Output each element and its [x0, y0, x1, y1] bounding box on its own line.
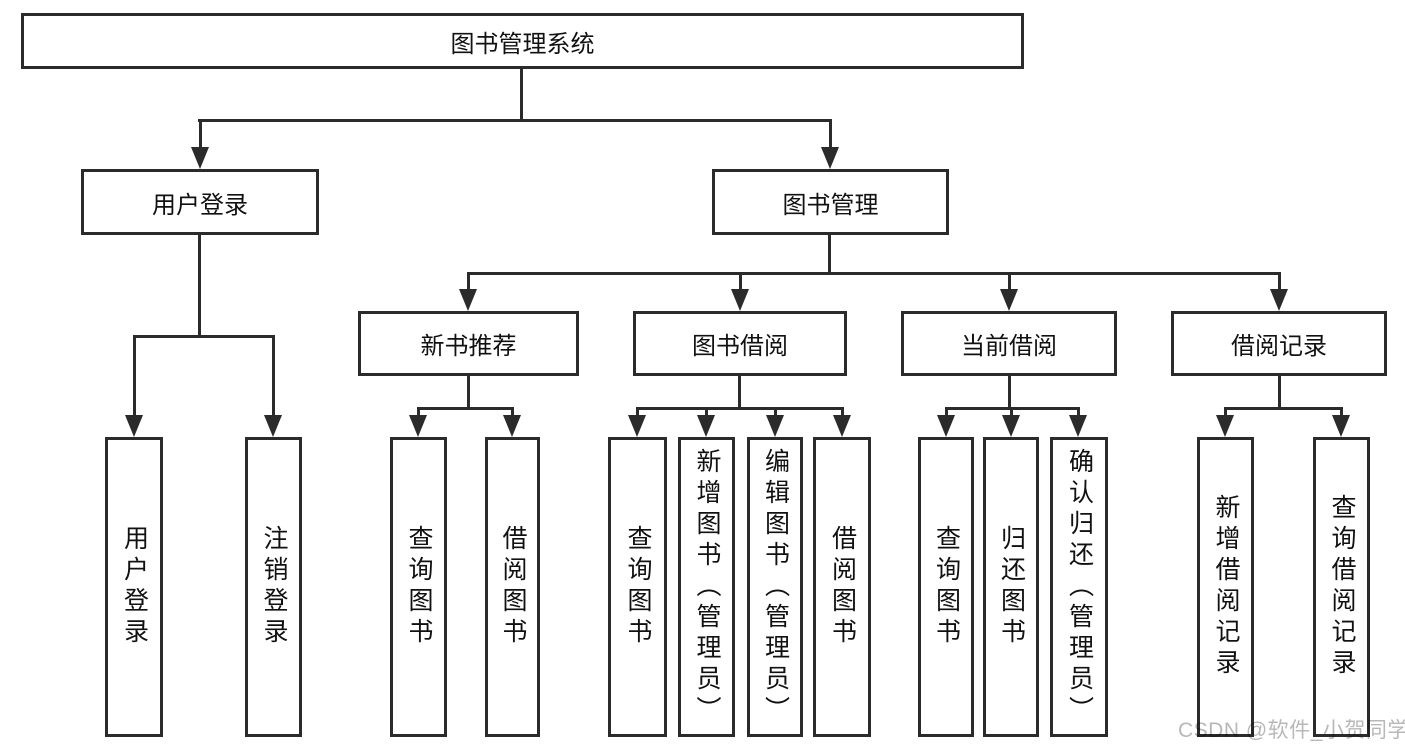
arrowhead-g3-4	[833, 415, 851, 437]
connector-bookmgmt-vertical	[828, 235, 831, 272]
connector-root-horizontal	[198, 119, 832, 122]
arrowhead-g2-1	[409, 415, 427, 437]
connector-drop-g3-2	[705, 407, 708, 415]
leaf-query-borrow-record-label: 查询借阅记录	[1328, 494, 1356, 680]
leaf-borrow-books: 借阅图书	[813, 437, 871, 737]
connector-drop-g4-1	[945, 407, 948, 415]
leaf-borrow-books-recommend-label: 借阅图书	[499, 525, 527, 649]
leaf-logout-label: 注销登录	[260, 525, 288, 649]
connector-drop-g2-2	[511, 407, 514, 415]
connector-records-vertical	[1278, 376, 1281, 407]
node-root-label: 图书管理系统	[450, 30, 595, 58]
leaf-add-borrow-record: 新增借阅记录	[1197, 437, 1254, 737]
connector-drop-new-book	[467, 272, 470, 289]
node-book-management: 图书管理	[712, 169, 949, 235]
arrowhead-g3-2	[697, 415, 715, 437]
connector-userlogin-horizontal	[133, 335, 275, 338]
leaf-confirm-return-admin-label: 确认归还（管理员）	[1065, 447, 1094, 727]
arrowhead-borrow-records	[1270, 289, 1288, 311]
connector-root-vertical	[520, 69, 523, 119]
node-root-library-system: 图书管理系统	[21, 13, 1024, 69]
arrowhead-current-borrow	[1000, 289, 1018, 311]
connector-drop-g5-2	[1340, 407, 1343, 415]
connector-drop-g4-3	[1077, 407, 1080, 415]
node-current-borrow-label: 当前借阅	[961, 333, 1057, 360]
connector-drop-g3-4	[841, 407, 844, 415]
arrowhead-g4-1	[937, 415, 955, 437]
connector-bookborrow-vertical	[738, 376, 741, 407]
connector-userlogin-vertical	[198, 235, 201, 335]
arrowhead-logout-leaf	[264, 415, 282, 437]
connector-drop-borrow-records	[1278, 272, 1281, 289]
arrowhead-g3-3	[766, 415, 784, 437]
arrowhead-user-login	[191, 147, 209, 169]
leaf-return-books: 归还图书	[983, 437, 1039, 737]
leaf-query-books-recommend: 查询图书	[390, 437, 447, 737]
node-book-management-label: 图书管理	[782, 191, 879, 219]
leaf-borrow-books-recommend: 借阅图书	[485, 437, 540, 737]
leaf-query-books-borrow-label: 查询图书	[624, 525, 652, 649]
arrowhead-g5-2	[1332, 415, 1350, 437]
connector-drop-current-borrow	[1008, 272, 1011, 289]
leaf-query-books-borrow: 查询图书	[608, 437, 667, 737]
connector-currentborrow-vertical	[1008, 376, 1011, 407]
arrowhead-g4-3	[1069, 415, 1087, 437]
leaf-edit-books-admin: 编辑图书（管理员）	[747, 437, 803, 737]
connector-drop-g5-1	[1224, 407, 1227, 415]
arrowhead-g3-1	[628, 415, 646, 437]
connector-drop-book-management	[829, 119, 832, 147]
arrowhead-book-management	[821, 147, 839, 169]
connector-bookborrow-horizontal	[636, 407, 843, 410]
leaf-query-borrow-record: 查询借阅记录	[1313, 437, 1370, 737]
arrowhead-new-book	[459, 289, 477, 311]
node-borrow-records-label: 借阅记录	[1231, 333, 1327, 360]
connector-drop-logout-leaf	[272, 335, 275, 415]
leaf-add-books-admin: 新增图书（管理员）	[678, 437, 735, 737]
leaf-borrow-books-label: 借阅图书	[828, 525, 857, 649]
leaf-query-books-recommend-label: 查询图书	[405, 525, 433, 649]
node-borrow-records: 借阅记录	[1171, 311, 1387, 376]
leaf-return-books-label: 归还图书	[997, 525, 1026, 649]
arrowhead-book-borrow	[731, 289, 749, 311]
connector-drop-login-leaf	[133, 335, 136, 415]
connector-bookmgmt-horizontal	[467, 272, 1281, 275]
connector-drop-user-login	[199, 119, 202, 147]
connector-records-horizontal	[1224, 407, 1343, 410]
node-user-login-label: 用户登录	[152, 191, 248, 219]
node-current-borrow: 当前借阅	[901, 311, 1117, 376]
connector-drop-g4-2	[1010, 407, 1013, 415]
connector-newbook-vertical	[467, 376, 470, 407]
leaf-user-login: 用户登录	[105, 437, 163, 737]
connector-drop-book-borrow	[739, 272, 742, 289]
leaf-user-login-label: 用户登录	[120, 525, 149, 649]
connector-drop-g3-1	[636, 407, 639, 415]
leaf-add-borrow-record-label: 新增借阅记录	[1212, 494, 1240, 680]
leaf-query-books-current: 查询图书	[918, 437, 974, 737]
connector-newbook-horizontal	[417, 407, 514, 410]
connector-drop-g2-1	[417, 407, 420, 415]
leaf-query-books-current-label: 查询图书	[932, 525, 961, 649]
csdn-watermark: CSDN @软件_小贺同学	[1178, 719, 1405, 742]
arrowhead-g5-1	[1216, 415, 1234, 437]
node-new-book-recommend: 新书推荐	[358, 311, 579, 376]
node-book-borrow-label: 图书借阅	[692, 333, 788, 360]
leaf-add-books-admin-label: 新增图书（管理员）	[693, 447, 721, 727]
arrowhead-g4-2	[1002, 415, 1020, 437]
arrowhead-g2-2	[503, 415, 521, 437]
leaf-logout: 注销登录	[245, 437, 302, 737]
arrowhead-login-leaf	[125, 415, 143, 437]
leaf-confirm-return-admin: 确认归还（管理员）	[1050, 437, 1108, 737]
connector-drop-g3-3	[774, 407, 777, 415]
node-user-login: 用户登录	[81, 169, 319, 235]
leaf-edit-books-admin-label: 编辑图书（管理员）	[761, 447, 790, 727]
node-book-borrow: 图书借阅	[633, 311, 847, 376]
node-new-book-recommend-label: 新书推荐	[420, 333, 517, 360]
